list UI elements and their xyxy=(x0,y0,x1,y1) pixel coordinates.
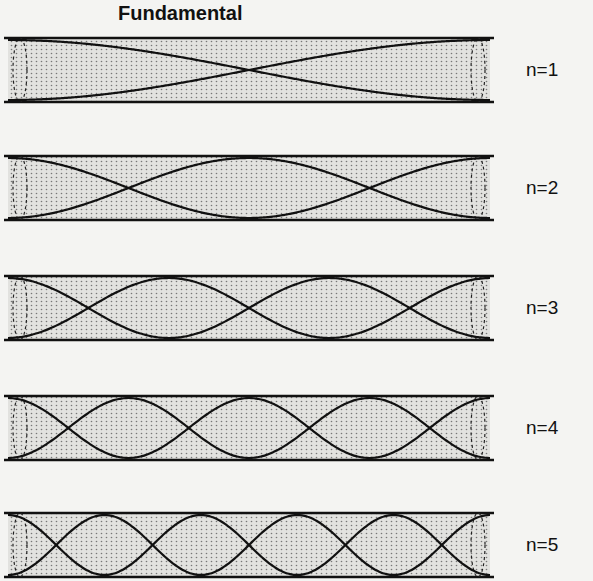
standing-wave xyxy=(8,40,490,100)
tube-wall xyxy=(4,155,494,158)
standing-wave xyxy=(8,278,490,338)
tube-end xyxy=(471,396,485,460)
tube xyxy=(4,38,494,102)
tube-wall xyxy=(4,459,494,462)
tube-wall xyxy=(4,219,494,222)
tube-wall xyxy=(4,512,494,515)
tube-fill xyxy=(8,38,490,102)
tube xyxy=(4,276,494,340)
tube xyxy=(4,156,494,220)
mode-label: n=2 xyxy=(526,177,558,199)
mode-label: n=4 xyxy=(526,417,558,439)
tube-end xyxy=(13,38,27,102)
tube-end xyxy=(13,276,27,340)
standing-wave xyxy=(8,515,490,575)
tube-end xyxy=(471,513,485,577)
tube xyxy=(4,396,494,460)
tube-end xyxy=(471,156,485,220)
tube-fill xyxy=(8,513,490,577)
standing-wave xyxy=(8,515,490,575)
tube xyxy=(4,513,494,577)
mode-label: n=1 xyxy=(526,59,558,81)
standing-wave xyxy=(8,398,490,458)
tube-wall xyxy=(4,37,494,40)
standing-wave xyxy=(8,158,490,218)
tube-wall xyxy=(4,339,494,342)
diagram-title: Fundamental xyxy=(118,2,242,25)
tube-wall xyxy=(4,101,494,104)
standing-wave xyxy=(8,158,490,218)
tube-end xyxy=(13,513,27,577)
tube-wall xyxy=(4,275,494,278)
tube-end xyxy=(471,276,485,340)
standing-wave xyxy=(8,278,490,338)
mode-label: n=3 xyxy=(526,297,558,319)
standing-wave xyxy=(8,40,490,100)
tube-fill xyxy=(8,276,490,340)
tube-end xyxy=(13,156,27,220)
tube-fill xyxy=(8,156,490,220)
tube-fill xyxy=(8,396,490,460)
tube-wall xyxy=(4,576,494,579)
tube-end xyxy=(13,396,27,460)
mode-label: n=5 xyxy=(526,534,558,556)
tube-end xyxy=(471,38,485,102)
tube-wall xyxy=(4,395,494,398)
standing-wave xyxy=(8,398,490,458)
